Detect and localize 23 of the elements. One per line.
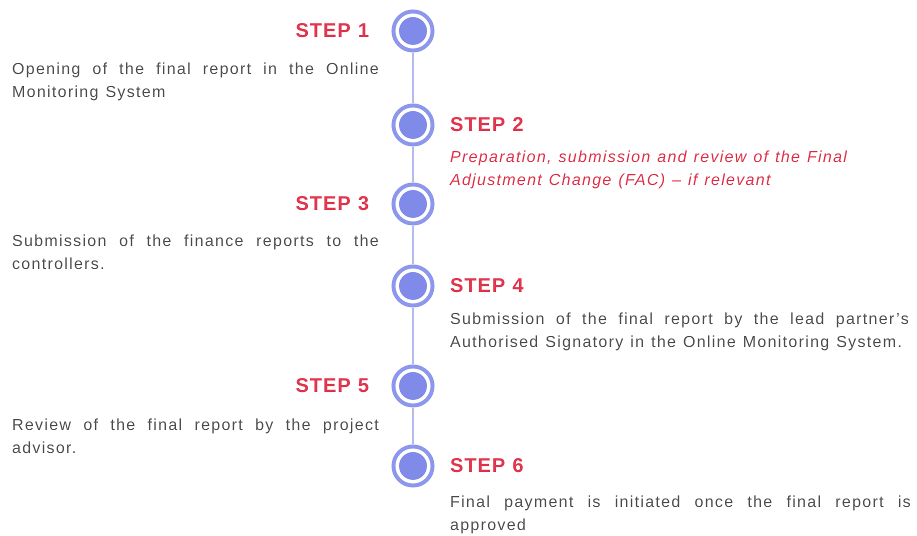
step-description: Opening of the final report in the Online Monitoring System bbox=[12, 60, 380, 103]
step-description: Submission of the final report by the lead partner’s Authorised Signatory in the Online Monitoring System. bbox=[450, 310, 910, 353]
timeline-circle bbox=[391, 264, 435, 308]
step-description: Preparation, submission and review of the Final Adjustment Change (FAC) – if relevant bbox=[450, 148, 850, 191]
step-description: Review of the final report by the project advisor. bbox=[12, 416, 380, 459]
step-label: STEP 4 bbox=[450, 274, 525, 298]
timeline-circle bbox=[391, 364, 435, 408]
connector-line bbox=[412, 147, 414, 182]
step-label: STEP 6 bbox=[450, 454, 525, 478]
step-label: STEP 5 bbox=[295, 374, 370, 398]
step-label: STEP 3 bbox=[295, 192, 370, 216]
timeline-circle bbox=[391, 444, 435, 488]
connector-line bbox=[412, 53, 414, 103]
connector-line bbox=[412, 226, 414, 264]
step-description: Final payment is initiated once the final report is approved bbox=[450, 493, 912, 536]
step-label: STEP 2 bbox=[450, 113, 525, 137]
timeline-circle bbox=[391, 103, 435, 147]
timeline-circle bbox=[391, 9, 435, 53]
timeline-circle bbox=[391, 182, 435, 226]
step-description: Submission of the finance reports to the controllers. bbox=[12, 232, 380, 275]
connector-line bbox=[412, 408, 414, 444]
step-label: STEP 1 bbox=[295, 19, 370, 43]
connector-line bbox=[412, 308, 414, 364]
